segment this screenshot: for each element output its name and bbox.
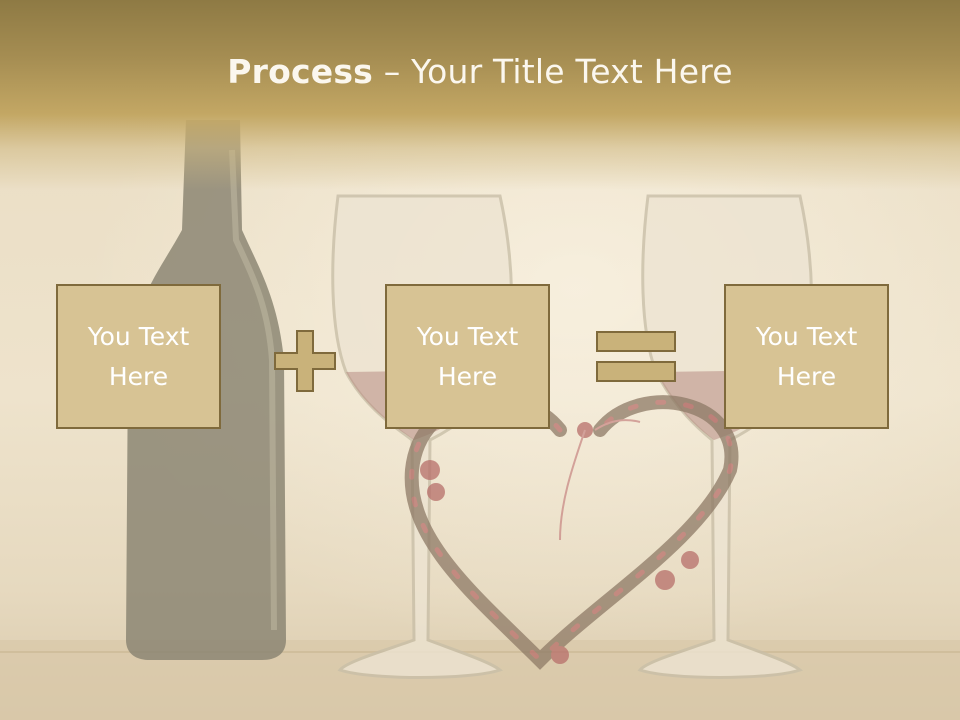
slide-title-rest: – Your Title Text Here (373, 52, 733, 91)
process-box-3[interactable]: You Text Here (724, 284, 889, 429)
equals-icon (596, 331, 676, 382)
process-box-2-text: You Text Here (416, 321, 519, 391)
slide-title[interactable]: Process – Your Title Text Here (0, 52, 960, 91)
plus-icon (274, 330, 336, 392)
process-box-3-text: You Text Here (755, 321, 858, 391)
process-box-1-text: You Text Here (87, 321, 190, 391)
heart-wreath-image (404, 392, 739, 670)
process-box-1[interactable]: You Text Here (56, 284, 221, 429)
title-band (0, 0, 960, 190)
slide-title-bold: Process (227, 52, 374, 91)
process-box-2[interactable]: You Text Here (385, 284, 550, 429)
